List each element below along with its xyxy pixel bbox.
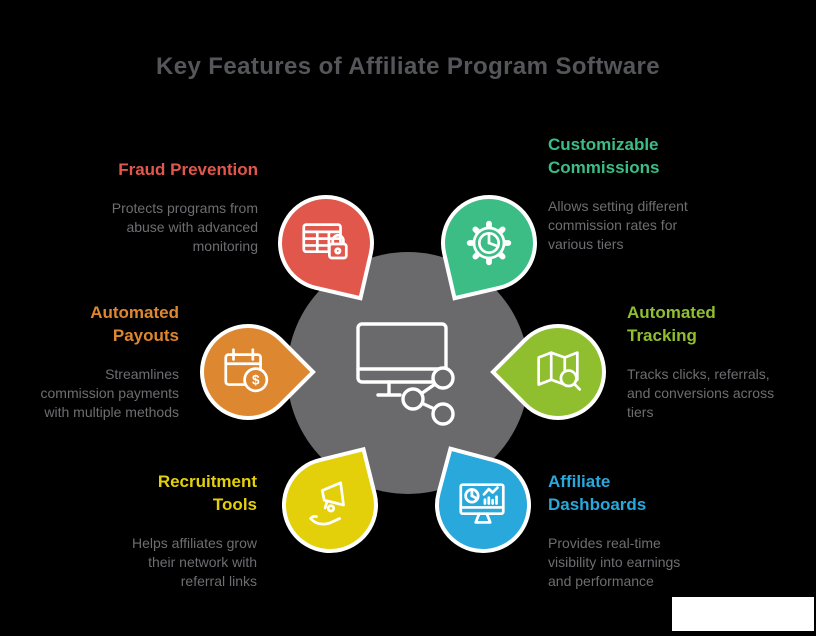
feature-title: Automated Tracking xyxy=(627,303,716,345)
feature-description: Streamlines commission payments with mul… xyxy=(40,366,180,420)
feature-customizable-commissions: Customizable Commissions Allows setting … xyxy=(548,133,730,254)
feature-title: Fraud Prevention xyxy=(118,160,258,179)
table-lock-icon xyxy=(302,223,348,260)
watermark-cover xyxy=(672,597,814,631)
feature-affiliate-dashboards: Affiliate Dashboards Provides real-time … xyxy=(548,470,728,591)
svg-text:$: $ xyxy=(252,373,260,388)
page-title: Key Features of Affiliate Program Softwa… xyxy=(155,53,661,80)
feature-fraud-prevention: Fraud Prevention Protects programs from … xyxy=(83,158,258,256)
feature-title: Customizable Commissions xyxy=(548,135,660,177)
dashboard-icon xyxy=(459,483,505,524)
gear-pie-icon xyxy=(466,220,512,266)
feature-title: Recruitment Tools xyxy=(157,472,257,514)
feature-automated-payouts: Automated Payouts Streamlines commission… xyxy=(9,301,180,422)
feature-description: Provides real-time visibility into earni… xyxy=(548,535,681,589)
megaphone-hand-icon xyxy=(309,481,345,526)
feature-description: Allows setting different commission rate… xyxy=(548,198,688,252)
feature-title: Affiliate Dashboards xyxy=(548,472,647,514)
feature-automated-tracking: Automated Tracking Tracks clicks, referr… xyxy=(627,301,807,422)
feature-description: Helps affiliates grow their network with… xyxy=(131,535,257,589)
monitor-share-icon xyxy=(356,322,455,426)
feature-recruitment-tools: Recruitment Tools Helps affiliates grow … xyxy=(105,470,257,591)
calendar-dollar-icon: $ xyxy=(224,348,269,393)
feature-description: Tracks clicks, referrals, and conversion… xyxy=(627,366,775,420)
feature-title: Automated Payouts xyxy=(90,303,179,345)
map-search-icon xyxy=(537,351,582,391)
feature-description: Protects programs from abuse with advanc… xyxy=(111,200,258,254)
